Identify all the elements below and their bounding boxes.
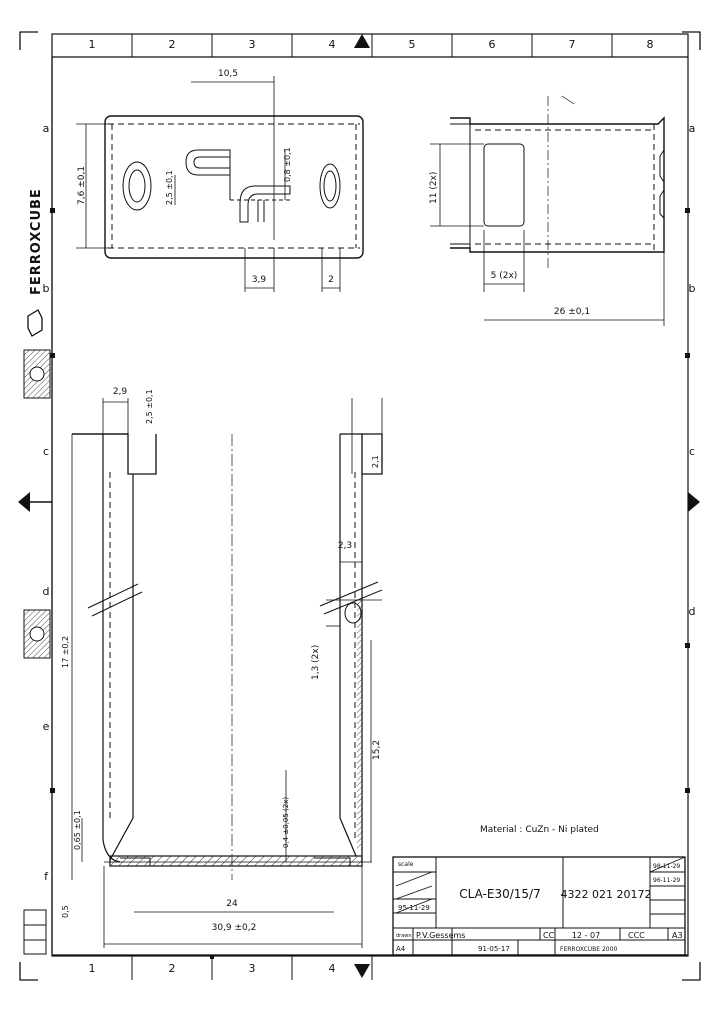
sheet-frame: [51, 33, 689, 957]
dim-2-5: 2,5 ±0,1: [165, 170, 174, 205]
dim-11-2x: 11 (2x): [429, 172, 439, 204]
col-label-bottom-1: 1: [89, 962, 96, 975]
dim-0-65: 0,65 ±0,1: [73, 810, 82, 850]
side-hole: [344, 602, 362, 624]
col-label-4: 4: [329, 38, 336, 51]
dim-0-4-2x: 0,4 ±0,05 (2x): [282, 797, 290, 848]
frame-ticks: [50, 208, 690, 959]
row-label-right-d: d: [689, 605, 696, 618]
col-label-bottom-2: 2: [169, 962, 176, 975]
column-labels: 1 2 3 4 5 6 7 8 1 2 3 4: [89, 38, 654, 975]
col-label-2: 2: [169, 38, 176, 51]
part-description: CLA-E30/15/7: [459, 887, 540, 901]
mounting-hole-right: [319, 163, 341, 209]
col-label-3: 3: [249, 38, 256, 51]
row-label-right-a: a: [689, 122, 696, 135]
projection-symbols: [23, 349, 51, 659]
top-center-arrow-icon: [354, 34, 370, 48]
sheet-size: A3: [672, 931, 683, 940]
dim-2: 2: [328, 275, 334, 285]
drawn-by: P.V.Gessems: [416, 931, 465, 940]
col-label-5: 5: [409, 38, 416, 51]
col-label-bottom-4: 4: [329, 962, 336, 975]
dim-2-1: 2,1: [371, 455, 380, 468]
dim-30-9: 30,9 ±0,2: [212, 923, 257, 933]
dim-7-6: 7,6 ±0,1: [77, 166, 87, 205]
row-label-left-b: b: [43, 282, 50, 295]
ferroxcube-logo: FERROXCUBE: [27, 188, 44, 337]
dim-2-9: 2,9: [113, 387, 128, 397]
side-window: [483, 143, 525, 227]
row-label-left-e: e: [43, 720, 50, 733]
drawn-label: drawn: [396, 933, 412, 939]
logo-mark-icon: [27, 309, 43, 337]
dim-3-9: 3,9: [252, 275, 267, 285]
title-block-text: scale 95-11-29 98-11-29 96-11-29 drawn P…: [396, 861, 683, 953]
col-label-7: 7: [569, 38, 576, 51]
right-center-arrow-icon: [688, 492, 700, 512]
crop-marks: [19, 31, 701, 981]
side-view-dimensions: 11 (2x) 5 (2x) 26 ±0,1: [429, 172, 590, 317]
title-date-1: 95-11-29: [398, 904, 430, 912]
row-label-right-c: c: [689, 445, 695, 458]
title-date-2: 98-11-29: [653, 863, 680, 870]
top-view-dimensions: 10,5 7,6 ±0,1 2,5 ±0,1 0,8 ±0,1 3,9 2: [77, 69, 334, 285]
row-label-left-f: f: [44, 870, 49, 883]
slot-upper: [185, 149, 231, 176]
bottom-center-arrow-icon: [354, 964, 370, 978]
mounting-hole-left: [122, 161, 152, 211]
dim-0-5: 0,5: [61, 905, 70, 918]
logo-text: FERROXCUBE: [29, 188, 44, 295]
material-note: Material : CuZn - Ni plated: [480, 825, 599, 835]
col-label-bottom-3: 3: [249, 962, 256, 975]
col-label-1: 1: [89, 38, 96, 51]
top-view: [76, 76, 364, 292]
front-view-dimensions: 2,9 2,5 ±0,1 2,1 2,3 1,3 (2x) 15,2 17 ±0…: [61, 387, 382, 933]
left-center-arrow-icon: [18, 492, 30, 512]
dim-10-5: 10,5: [218, 69, 238, 79]
code-3: CCC: [628, 931, 645, 940]
row-label-left-a: a: [43, 122, 50, 135]
sheet-label: A4: [396, 945, 406, 953]
dim-2-5-front: 2,5 ±0,1: [145, 389, 154, 424]
title-block: [392, 856, 686, 956]
dim-24: 24: [226, 899, 238, 909]
side-view: [430, 95, 665, 326]
row-label-left-d: d: [43, 585, 50, 598]
dim-15-2: 15,2: [372, 740, 382, 760]
dim-2-3: 2,3: [338, 541, 352, 551]
dim-1-3-2x: 1,3 (2x): [311, 645, 321, 680]
code-1: CC: [543, 931, 555, 940]
col-label-8: 8: [647, 38, 654, 51]
dim-0-8: 0,8 ±0,1: [283, 147, 292, 182]
part-number: 4322 021 20172: [561, 888, 652, 901]
dim-17: 17 ±0,2: [61, 636, 70, 668]
centering-arrows: [18, 34, 700, 978]
code-2: 12 - 07: [572, 931, 600, 940]
issue-date: 91-05-17: [478, 945, 510, 953]
slot-lower: [239, 185, 291, 223]
base-plate: [109, 855, 363, 867]
revision-boxes: [23, 909, 47, 955]
title-date-3: 96-11-29: [653, 877, 680, 884]
row-label-right-b: b: [689, 282, 696, 295]
front-view: [71, 398, 383, 948]
dim-26: 26 ±0,1: [554, 307, 590, 317]
row-label-left-c: c: [43, 445, 49, 458]
row-labels: a b c d e f a b c d: [43, 122, 696, 883]
dim-5-2x: 5 (2x): [491, 271, 518, 281]
company-name: FERROXCUBE 2000: [560, 946, 617, 953]
scale-label: scale: [398, 861, 414, 868]
zone-dividers: [131, 34, 613, 980]
col-label-6: 6: [489, 38, 496, 51]
